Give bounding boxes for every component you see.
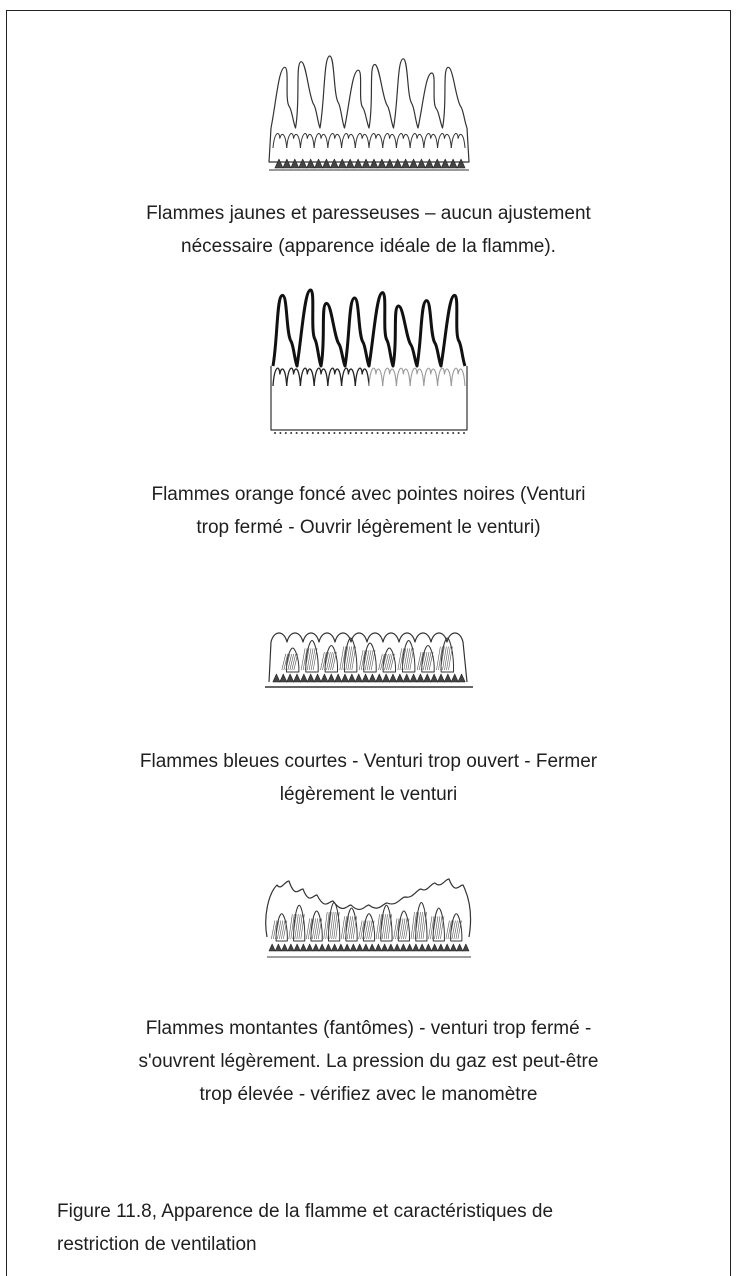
caption-short-blue-flames: Flammes bleues courtes - Venturi trop ou… (60, 745, 677, 811)
lifting-ghost-flames-icon (259, 875, 479, 963)
flame-illustration-short-blue (0, 612, 737, 692)
caption-lifting-flames: Flammes montantes (fantômes) - venturi t… (60, 1012, 677, 1111)
caption-line: Flammes orange foncé avec pointes noires… (60, 478, 677, 511)
flame-illustration-lifting (0, 875, 737, 963)
caption-line: s'ouvrent légèrement. La pression du gaz… (60, 1045, 677, 1078)
caption-black-tip-flames: Flammes orange foncé avec pointes noires… (60, 478, 677, 544)
figure-caption-line: Figure 11.8, Apparence de la flamme et c… (57, 1195, 657, 1228)
caption-line: Flammes montantes (fantômes) - venturi t… (60, 1012, 677, 1045)
caption-line: trop élevée - vérifiez avec le manomètre (60, 1078, 677, 1111)
caption-lazy-flames: Flammes jaunes et paresseuses – aucun aj… (60, 197, 677, 263)
figure-caption: Figure 11.8, Apparence de la flamme et c… (57, 1195, 657, 1261)
caption-line: trop fermé - Ouvrir légèrement le ventur… (60, 511, 677, 544)
caption-line: légèrement le venturi (60, 778, 677, 811)
flame-illustration-lazy (0, 50, 737, 178)
caption-line: Flammes jaunes et paresseuses – aucun aj… (60, 197, 677, 230)
caption-line: Flammes bleues courtes - Venturi trop ou… (60, 745, 677, 778)
figure-caption-line: restriction de ventilation (57, 1228, 657, 1261)
short-blue-flames-icon (261, 612, 476, 692)
caption-line: nécessaire (apparence idéale de la flamm… (60, 230, 677, 263)
lazy-yellow-flames-icon (259, 50, 479, 178)
flame-illustration-black-tips (0, 288, 737, 443)
dark-orange-black-tipped-flames-icon (259, 288, 479, 443)
